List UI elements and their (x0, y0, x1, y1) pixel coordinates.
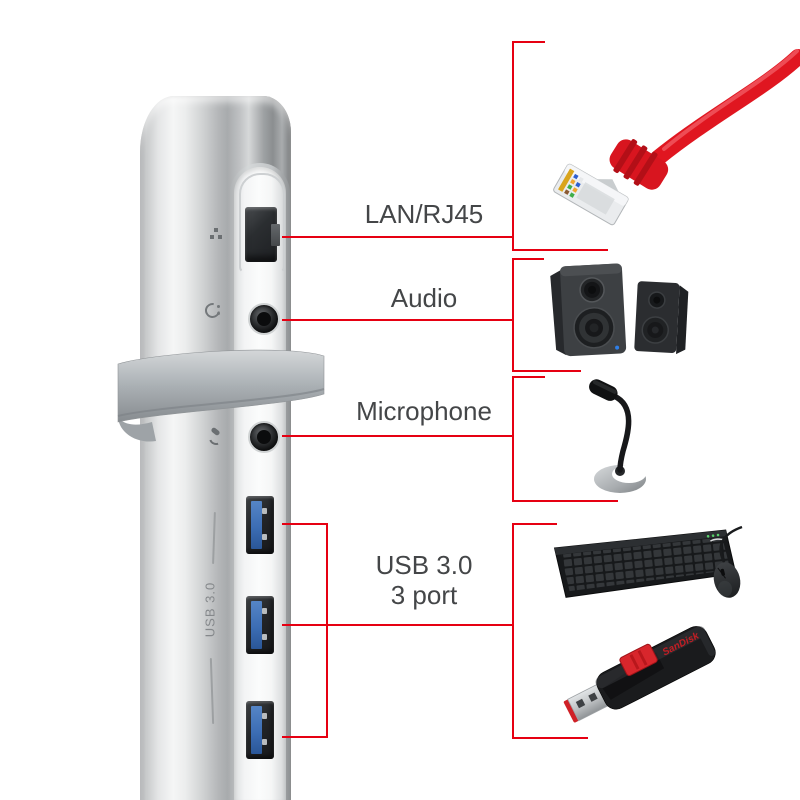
usb-leader-line (282, 624, 512, 626)
microphone-bracket-tick-bottom (512, 500, 618, 502)
usb-label-line1: USB 3.0 (375, 550, 473, 580)
network-lan-icon (210, 228, 222, 240)
usb3-port-2 (246, 596, 274, 654)
audio-jack-hole (257, 312, 271, 326)
audio-label: Audio (390, 283, 458, 313)
microphone-jack-port (248, 421, 280, 453)
ethernet-cable-image (553, 49, 800, 226)
usb-label: USB 3.0 3 port (336, 550, 512, 610)
speakers-image (550, 263, 689, 357)
lan-leader-line (282, 236, 512, 238)
microphone-jack-hole (257, 430, 271, 444)
lan-label: LAN/RJ45 (364, 199, 484, 229)
usb-bracket-stub-bottom (282, 736, 328, 738)
mounting-band (117, 349, 325, 442)
audio-bracket-tick-top (512, 258, 544, 260)
audio-bracket-tick-bottom (512, 370, 581, 372)
usb-blue-tongue (251, 706, 262, 754)
usb-bracket-tick-bottom (512, 737, 588, 739)
usb-contact (262, 739, 267, 745)
usb-contact (262, 634, 267, 640)
usb-label-line2: 3 port (390, 580, 458, 610)
usb-bracket-stub-top (282, 523, 328, 525)
usb3-port-1 (246, 496, 274, 554)
audio-right-bracket (512, 258, 514, 372)
rj45-clip-tab (271, 224, 280, 246)
usb30-engraving: USB 3.0 (202, 581, 218, 638)
lan-bracket-tick-top (512, 41, 545, 43)
usb-contact (262, 713, 267, 719)
rj45-recess-arch (239, 173, 285, 273)
lan-right-bracket (512, 41, 514, 251)
keyboard-mouse-image (553, 525, 743, 598)
flash-drive-image: SanDisk (563, 626, 716, 723)
usb-contact (262, 534, 267, 540)
audio-jack-port (248, 303, 280, 335)
microphone-leader-line (282, 435, 512, 437)
usb-contact (262, 608, 267, 614)
rj45-lan-port (245, 207, 280, 262)
lan-bracket-tick-bottom (512, 249, 608, 251)
usb-contact (262, 508, 267, 514)
microphone-image (589, 379, 646, 493)
microphone-bracket-tick-top (512, 376, 545, 378)
audio-leader-line (282, 319, 512, 321)
usb-left-bracket (326, 523, 328, 738)
microphone-label: Microphone (356, 396, 492, 426)
usb-right-bracket (512, 523, 514, 739)
usb-bracket-tick-top (512, 523, 557, 525)
usb-blue-tongue (251, 601, 262, 649)
usb-blue-tongue (251, 501, 262, 549)
headphone-icon (202, 300, 223, 321)
usb3-port-3 (246, 701, 274, 759)
microphone-right-bracket (512, 376, 514, 502)
